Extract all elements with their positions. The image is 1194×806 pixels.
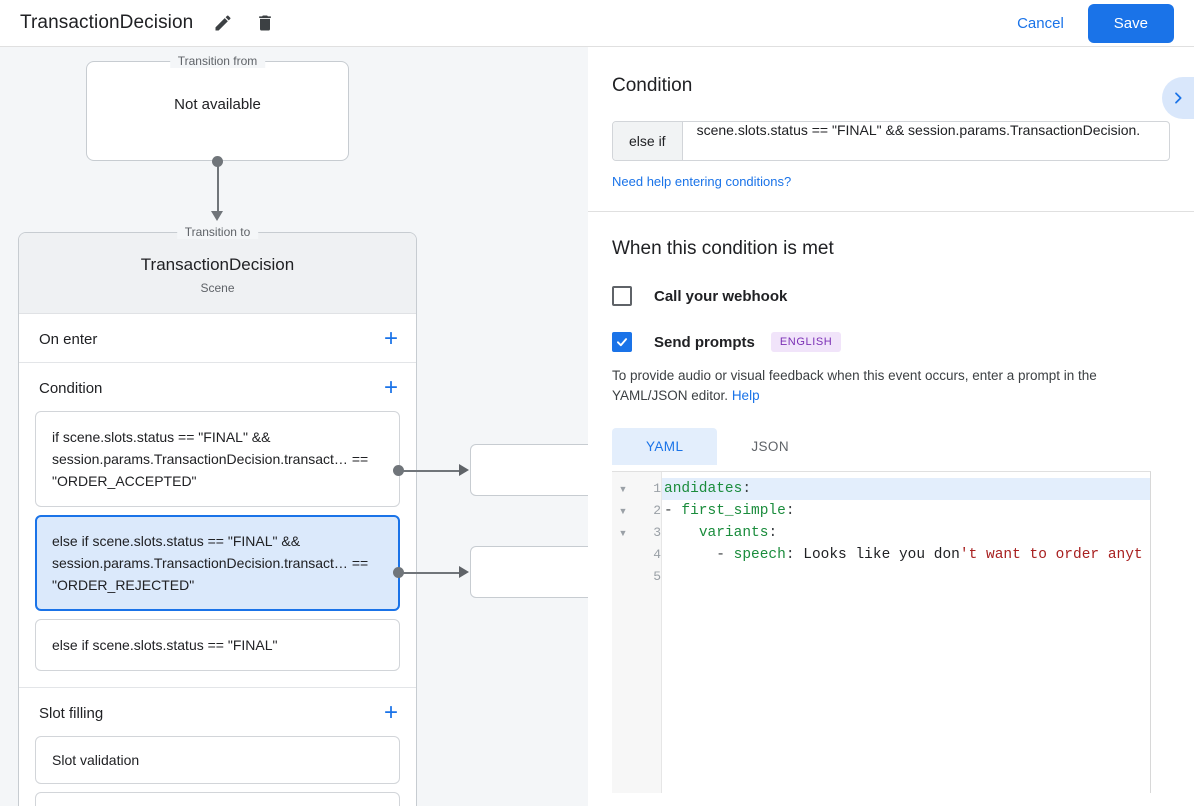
help-link[interactable]: Help [731,388,760,403]
add-slot-filling-button[interactable]: + [383,699,398,726]
call-webhook-checkbox[interactable] [612,286,632,306]
line-number: 2 [653,503,661,518]
transition-from-value: Not available [174,96,261,113]
code-token: - [664,503,682,519]
code-token: Looks like you don [803,547,960,563]
section-on-enter: On enter + [19,314,416,363]
app-header: TransactionDecision Cancel Save [0,0,1194,47]
connector-line-condition-1 [398,469,466,472]
code-line[interactable]: - speech: Looks like you don't want to o… [662,544,1150,566]
connector-arrow-down [211,211,223,221]
section-slot-filling: Slot filling + Slot validation [19,688,416,806]
code-token: : [785,503,795,519]
chevron-right-icon[interactable] [1162,77,1194,119]
line-number: 4 [653,547,661,562]
save-button[interactable]: Save [1087,3,1174,43]
condition-card[interactable]: if scene.slots.status == "FINAL" && sess… [35,411,400,507]
slot-filling-card-partial[interactable] [35,792,400,806]
language-badge: ENGLISH [770,332,842,352]
line-number: 5 [653,569,661,584]
fold-toggle-icon[interactable]: ▼ [618,528,628,538]
send-prompts-row[interactable]: Send prompts ENGLISH [612,332,1170,352]
code-token: - [664,547,734,563]
condition-expression-input[interactable]: scene.slots.status == "FINAL" && session… [696,122,1141,138]
condition-card[interactable]: else if scene.slots.status == "FINAL" [35,619,400,671]
scene-title: TransactionDecision [140,255,295,274]
line-number: 3 [653,525,661,540]
condition-list: if scene.slots.status == "FINAL" && sess… [19,411,416,687]
condition-input-row[interactable]: else if scene.slots.status == "FINAL" &&… [612,121,1170,161]
code-token: : [742,481,752,497]
fold-spacer [612,544,634,566]
section-header-on-enter: On enter + [19,314,416,362]
line-number: 1 [653,481,661,496]
editor-fold-gutter[interactable]: ▼ ▼ ▼ [612,472,634,793]
add-on-enter-button[interactable]: + [383,325,398,352]
send-prompts-checkbox[interactable] [612,332,632,352]
transition-from-node[interactable]: Transition from Not available [86,54,349,161]
trash-icon[interactable] [253,11,277,35]
section-title-condition: Condition [39,379,103,397]
pencil-icon[interactable] [211,11,235,35]
section-header-slot-filling: Slot filling + [19,688,416,736]
code-token: : [785,547,804,563]
call-webhook-row[interactable]: Call your webhook [612,286,1170,306]
slot-filling-list: Slot validation [19,736,416,806]
tab-json[interactable]: JSON [751,439,789,454]
prompts-description: To provide audio or visual feedback when… [612,366,1170,406]
target-card-accepted[interactable] [470,444,588,496]
code-line[interactable]: variants: [662,522,1150,544]
need-help-conditions-link[interactable]: Need help entering conditions? [612,174,792,189]
editor-line-numbers: 1 2 3 4 5 [634,472,662,793]
transition-from-legend: Transition from [169,54,266,68]
flow-canvas[interactable]: Transition from Not available Transition… [0,47,588,806]
code-token: andidates [664,481,743,497]
condition-card-selected[interactable]: else if scene.slots.status == "FINAL" &&… [35,515,400,611]
page-title: TransactionDecision [20,12,194,33]
scene-header: TransactionDecision Scene [19,233,416,314]
editor-code-area[interactable]: andidates:- first_simple: variants: - sp… [662,472,1150,793]
connector-arrow-condition-2 [459,566,469,578]
connector-line-condition-2 [398,571,466,574]
prompts-description-text: To provide audio or visual feedback when… [612,368,1097,403]
connector-arrow-condition-1 [459,464,469,476]
details-panel: Condition else if scene.slots.status == … [588,47,1194,806]
code-token: variants [698,525,769,541]
cancel-button[interactable]: Cancel [1005,7,1076,40]
target-card-rejected[interactable] [470,546,588,598]
code-token: : [768,525,778,541]
transition-to-legend: Transition to [176,225,259,239]
code-line[interactable]: - first_simple: [662,500,1150,522]
code-line[interactable] [662,566,1150,588]
connector-line-vertical [216,161,219,213]
add-condition-button[interactable]: + [383,374,398,401]
code-token: speech [733,547,786,563]
tab-yaml[interactable]: YAML [612,428,718,465]
scene-subtitle: Scene [200,281,235,295]
call-webhook-label: Call your webhook [654,287,788,305]
fold-spacer [612,566,634,588]
code-token [664,525,699,541]
code-line[interactable]: andidates: [662,478,1150,500]
condition-panel-title: Condition [612,75,693,96]
condition-editor-section: Condition else if scene.slots.status == … [588,47,1194,212]
send-prompts-label: Send prompts [654,333,755,351]
fold-toggle-icon[interactable]: ▼ [618,484,628,494]
condition-met-section: When this condition is met Call your web… [588,212,1194,793]
section-title-on-enter: On enter [39,330,98,348]
section-title-slot-filling: Slot filling [39,704,104,722]
when-condition-met-title: When this condition is met [612,238,834,259]
code-token: first_simple [681,503,786,519]
fold-toggle-icon[interactable]: ▼ [618,506,628,516]
section-condition: Condition + if scene.slots.status == "FI… [19,363,416,688]
slot-validation-card[interactable]: Slot validation [35,736,400,784]
condition-prefix-label: else if [613,122,683,160]
code-token: 't want to order anyt [959,547,1143,563]
editor-format-tabs: YAML JSON [612,428,1170,465]
section-header-condition: Condition + [19,363,416,411]
scene-card[interactable]: Transition to TransactionDecision Scene … [18,225,417,806]
